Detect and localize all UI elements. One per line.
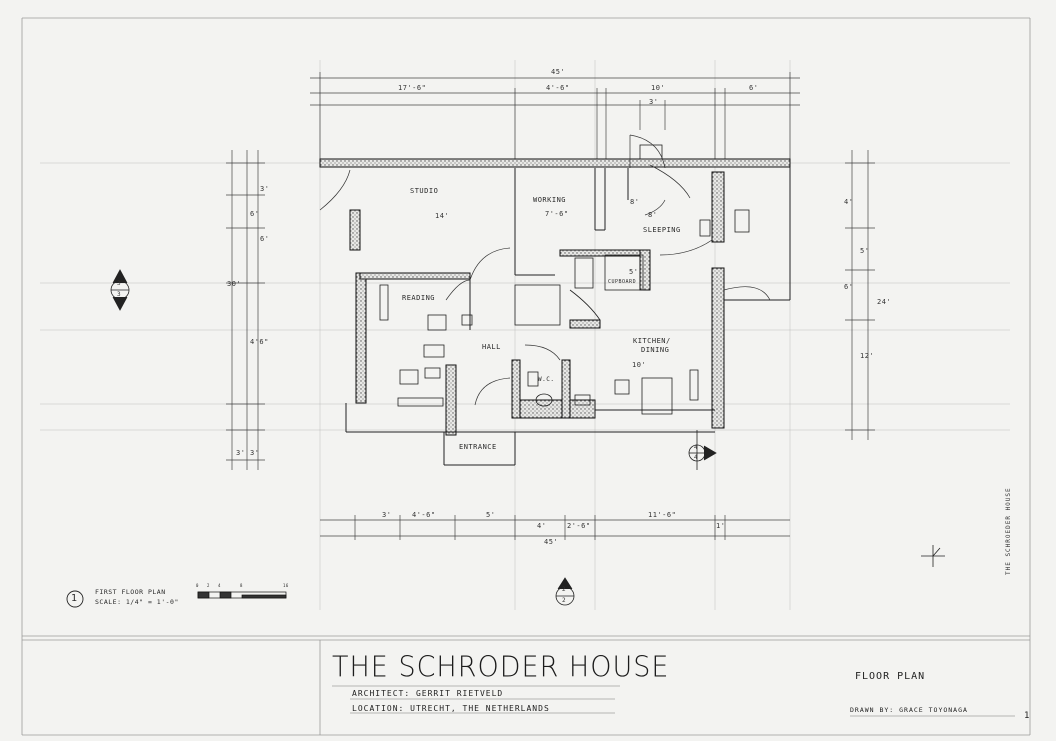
dim-bottom-3: 5' [486,511,496,519]
bottom-dimension-lines [320,515,790,540]
dim-right-overall: 24' [877,298,892,306]
dim-sleeping-2: 8' [648,211,658,219]
dim-studio: 14' [435,212,450,220]
dim-left-6: 3' [250,449,260,457]
drawn-by: DRAWN BY: GRACE TOYONAGA [850,706,968,714]
dim-top-2: 4'-6" [546,84,570,92]
room-entrance: ENTRANCE [459,443,497,451]
dim-top-4: 6' [749,84,759,92]
dim-left-1: 3' [260,185,270,193]
scale-bar [197,591,287,599]
north-wall [319,158,791,168]
dim-cupboard: 5' [629,268,639,276]
scale-label-8: 8 [240,583,243,588]
dim-bottom-5: 2'-6" [567,522,591,530]
top-dimension-lines [310,72,800,160]
room-dining: DINING [641,346,670,354]
plan-scale: SCALE: 1/4" = 1'-0" [95,598,179,606]
dim-right-3: 6' [844,283,854,291]
dim-sleeping-1: 8' [630,198,640,206]
dim-right-4: 12' [860,352,875,360]
section-marker-right [688,430,717,470]
scale-label-2: 2 [207,583,210,588]
room-sleeping: SLEEPING [643,226,681,234]
east-wall-upper [711,171,725,243]
scale-label-4: 4 [218,583,221,588]
dim-left-2: 6' [250,210,260,218]
dim-right-1: 4' [844,198,854,206]
section-marker-left [110,269,130,311]
dim-working: 7'-6" [545,210,569,218]
dim-bottom-4: 4' [537,522,547,530]
dim-bottom-6: 11'-6" [648,511,677,519]
plan-number-circle [66,590,84,608]
sheet-number: 1 [1024,711,1030,721]
dim-bottom-1: 3' [382,511,392,519]
sheet-border [21,17,1031,736]
section-left-bottom-number: 3 [117,291,122,298]
reading-wall-north [359,272,471,280]
section-left-top-number: 3 [117,280,122,287]
wc-wall-east [561,359,571,419]
left-dimension-lines [226,150,265,470]
dim-top-3: 10' [651,84,666,92]
section-right-top-number: 4 [694,444,699,451]
studio-wall [349,209,361,251]
drawing-title: THE SCHRODER HOUSE [332,651,670,684]
dim-top-1: 17'-6" [398,84,427,92]
room-cupboard: CUPBOARD [608,279,637,285]
right-dimension-lines [845,150,875,440]
plan-number: 1 [71,593,78,604]
stair-wall-lower [569,319,601,329]
section-marker-bottom [555,577,575,606]
dim-left-3: 6' [260,235,270,243]
wc-wall-west [511,359,521,419]
dim-bottom-overall: 45' [544,538,559,546]
dim-top-5: 3' [649,98,659,106]
vertical-title: THE SCHROEDER HOUSE [1005,487,1012,575]
room-wc: W.C. [538,376,555,383]
room-reading: READING [402,294,436,302]
wc-wall-south [514,399,596,419]
north-arrow [921,545,945,567]
scale-label-16: 16 [283,583,289,588]
title-underlines [332,685,1015,717]
dim-right-2: 5' [860,247,870,255]
room-working: WORKING [533,196,567,204]
sheet-type: FLOOR PLAN [855,671,926,682]
dim-bottom-7: 1' [716,522,726,530]
east-wall-lower [711,267,725,429]
scale-label-0: 0 [196,583,199,588]
architect-line: ARCHITECT: GERRIT RIETVELD [352,689,504,698]
dim-bottom-2: 4'-6" [412,511,436,519]
dim-top-overall: 45' [551,68,566,76]
dim-left-4: 4'6" [250,338,269,346]
section-right-bottom-number: 4 [694,454,699,461]
room-studio: STUDIO [410,187,439,195]
hall-wall [445,364,457,436]
dim-left-5: 3' [236,449,246,457]
partitions [345,167,791,466]
reading-wall-west [355,272,367,404]
door-swings [319,134,771,406]
construction-lines [40,60,1010,610]
section-bottom-bottom-number: 2 [562,597,567,604]
dim-kitchen: 10' [632,361,647,369]
section-bottom-top-number: 2 [562,586,567,593]
cupboard-wall [639,249,651,291]
room-kitchen: KITCHEN/ [633,337,671,345]
furniture [379,144,750,415]
room-hall: HALL [482,343,501,351]
plan-title: FIRST FLOOR PLAN [95,588,166,596]
dim-left-overall: 30' [227,280,242,288]
location-line: LOCATION: UTRECHT, THE NETHERLANDS [352,704,550,713]
